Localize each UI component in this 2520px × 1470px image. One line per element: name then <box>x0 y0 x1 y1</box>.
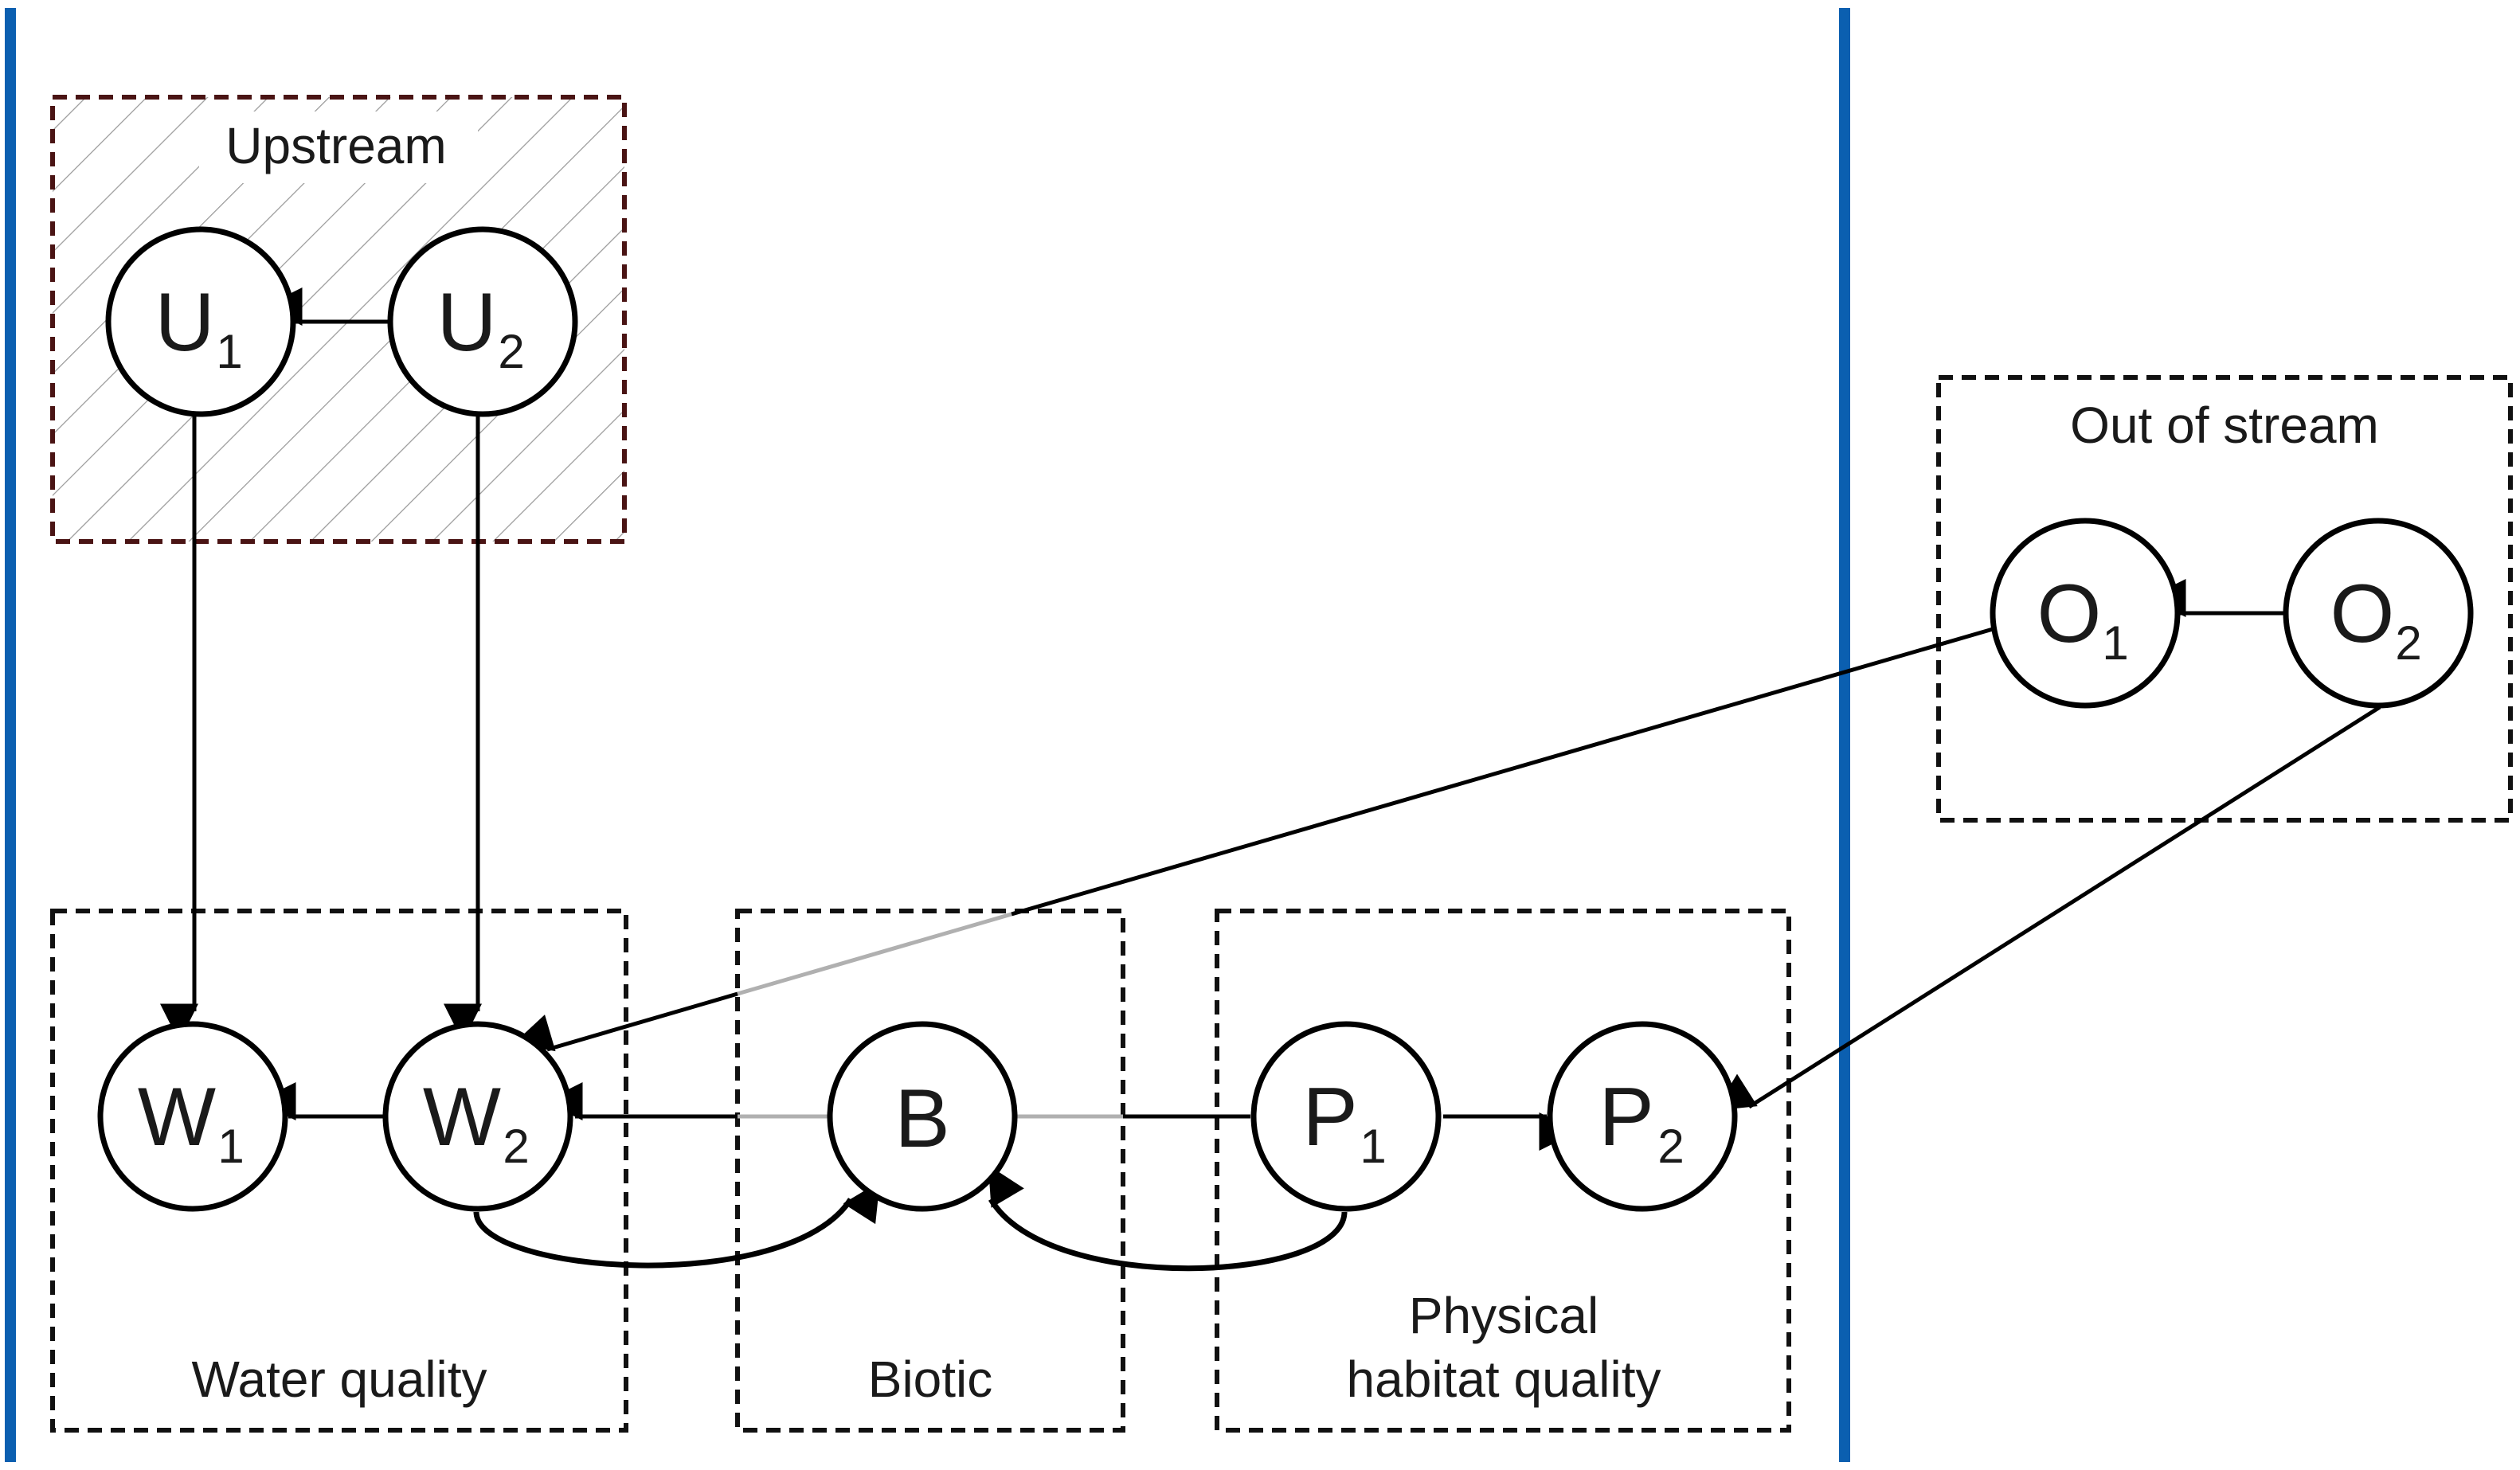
upstream-label: Upstream <box>225 117 446 174</box>
node-o1-sub: 1 <box>2102 616 2128 670</box>
node-p2-letter: P <box>1598 1071 1653 1163</box>
middle-divider-line <box>1839 8 1850 1462</box>
node-p1-sub: 1 <box>1360 1120 1386 1173</box>
physical-habitat-box <box>1215 909 1791 1433</box>
node-w2: W 2 <box>382 1021 573 1212</box>
edge-w2-b-curve <box>473 1181 880 1269</box>
node-w1-letter: W <box>138 1071 216 1163</box>
water-quality-box <box>50 909 628 1433</box>
node-o2-sub: 2 <box>2395 616 2421 670</box>
left-divider-line <box>5 8 16 1462</box>
node-p1: P 1 <box>1250 1021 1442 1212</box>
node-o2: O 2 <box>2283 518 2474 709</box>
edge-o1-w2 <box>513 627 1994 1052</box>
biotic-label: Biotic <box>868 1351 993 1408</box>
node-u1-sub: 1 <box>216 325 242 378</box>
biotic-box <box>735 909 1125 1433</box>
physical-label-line2: habitat quality <box>1347 1351 1661 1408</box>
node-o1-letter: O <box>2037 568 2102 660</box>
node-o1: O 1 <box>1990 518 2181 709</box>
out-of-stream-label: Out of stream <box>2070 397 2379 454</box>
node-b-letter: B <box>894 1073 949 1165</box>
physical-label-line1: Physical <box>1409 1287 1598 1344</box>
node-u2-letter: U <box>436 276 496 369</box>
node-p2-sub: 2 <box>1657 1120 1684 1173</box>
node-w1: W 1 <box>97 1021 288 1212</box>
edges <box>159 287 2381 1272</box>
node-w2-sub: 2 <box>503 1120 529 1173</box>
node-w1-sub: 1 <box>217 1120 244 1173</box>
node-b: B <box>827 1021 1018 1212</box>
edge-p1-b-curve <box>988 1165 1348 1272</box>
node-o2-letter: O <box>2330 568 2395 660</box>
node-u2: U 2 <box>387 226 578 417</box>
node-w2-letter: W <box>423 1071 501 1163</box>
node-u2-sub: 2 <box>498 325 524 378</box>
node-u1-letter: U <box>155 276 214 369</box>
node-p1-letter: P <box>1302 1071 1357 1163</box>
edge-o2-p2 <box>1715 705 2381 1111</box>
node-u1: U 1 <box>105 226 296 417</box>
out-of-stream-box <box>1936 375 2513 823</box>
water-quality-label: Water quality <box>191 1351 487 1408</box>
node-p2: P 2 <box>1547 1021 1738 1212</box>
